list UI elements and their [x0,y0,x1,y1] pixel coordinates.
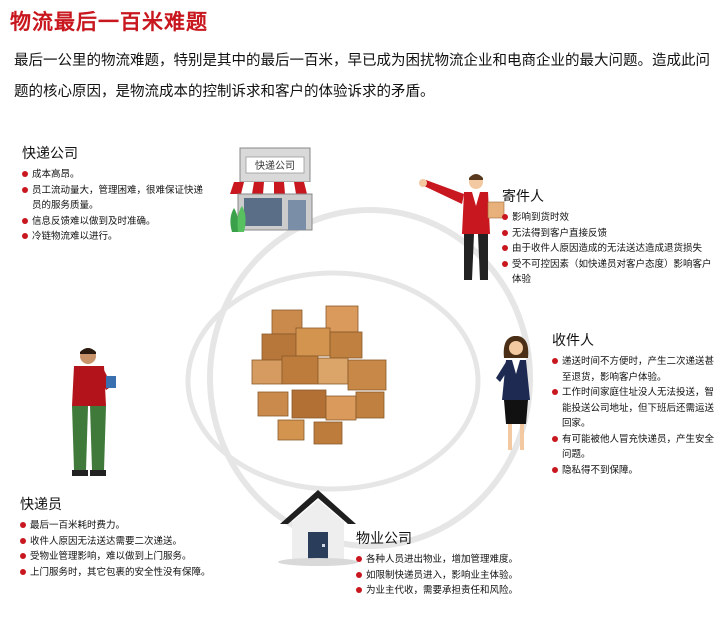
node-receiver: 收件人 递送时间不方便时，产生二次递送甚至退货，影响客户体验。 工作时间家庭住址… [552,330,720,478]
deliveryman-icon [72,348,116,476]
list-item: 递送时间不方便时，产生二次递送甚至退货，影响客户体验。 [552,354,720,385]
intro-paragraph: 最后一公里的物流难题，特别是其中的最后一百米，早已成为困扰物流企业和电商企业的最… [14,53,710,100]
list-item: 信息反馈难以做到及时准确。 [22,214,212,230]
node-title-property: 物业公司 [356,531,412,547]
list-item: 受物业管理影响，难以做到上门服务。 [20,549,250,565]
list-item: 无法得到客户直接反馈 [502,226,720,242]
node-list-property: 各种人员进出物业，增加管理难度。 如限制快递员进入，影响业主体验。 为业主代收，… [356,552,596,599]
courier-shop-icon: 快递公司 [230,147,320,232]
outer-ring [207,207,533,549]
node-title-receiver: 收件人 [552,333,594,349]
node-sender: 寄件人 影响到货时效 无法得到客户直接反馈 由于收件人原因造成的无法送达造成退货… [502,186,720,288]
inner-ring [185,270,481,492]
parcel-pile-icon [251,305,387,445]
list-item: 由于收件人原因造成的无法送达造成退货损失 [502,241,720,257]
node-title-sender: 寄件人 [502,189,544,205]
businessman-icon [419,174,505,280]
list-item: 有可能被他人冒充快递员，产生安全问题。 [552,432,720,463]
node-express-company: 快递公司 成本高昂。 员工流动量大，管理困难，很难保证快递员的服务质量。 信息反… [22,143,212,245]
page-title: 物流最后一百米难题 [10,10,208,34]
list-item: 员工流动量大，管理困难，很难保证快递员的服务质量。 [22,183,212,214]
list-item: 隐私得不到保障。 [552,463,720,479]
list-item: 上门服务时，其它包裹的安全性没有保障。 [20,565,250,581]
node-list-express-company: 成本高昂。 员工流动量大，管理困难，很难保证快递员的服务质量。 信息反馈难以做到… [22,167,212,245]
node-courier: 快递员 最后一百米耗时费力。 收件人原因无法送达需要二次递送。 受物业管理影响，… [20,494,250,580]
list-item: 影响到货时效 [502,210,720,226]
list-item: 最后一百米耗时费力。 [20,518,250,534]
node-list-courier: 最后一百米耗时费力。 收件人原因无法送达需要二次递送。 受物业管理影响，难以做到… [20,518,250,580]
shop-sign-text: 快递公司 [255,159,295,172]
list-item: 工作时间家庭住址没人无法投送，智能投送公司地址，但下班后还需运送回家。 [552,385,720,432]
node-title-courier: 快递员 [20,497,62,513]
node-list-sender: 影响到货时效 无法得到客户直接反馈 由于收件人原因造成的无法送达造成退货损失 受… [502,210,720,288]
list-item: 如限制快递员进入，影响业主体验。 [356,568,596,584]
list-item: 成本高昂。 [22,167,212,183]
list-item: 受不可控因素（如快递员对客户态度）影响客户体验 [502,257,720,288]
businesswoman-icon [496,336,530,450]
list-item: 为业主代收，需要承担责任和风险。 [356,583,596,599]
house-icon [278,490,358,566]
list-item: 各种人员进出物业，增加管理难度。 [356,552,596,568]
node-list-receiver: 递送时间不方便时，产生二次递送甚至退货，影响客户体验。 工作时间家庭住址没人无法… [552,354,720,478]
list-item: 收件人原因无法送达需要二次递送。 [20,534,250,550]
node-property: 物业公司 各种人员进出物业，增加管理难度。 如限制快递员进入，影响业主体验。 为… [356,528,596,599]
list-item: 冷链物流难以进行。 [22,229,212,245]
node-title-express-company: 快递公司 [22,146,78,162]
